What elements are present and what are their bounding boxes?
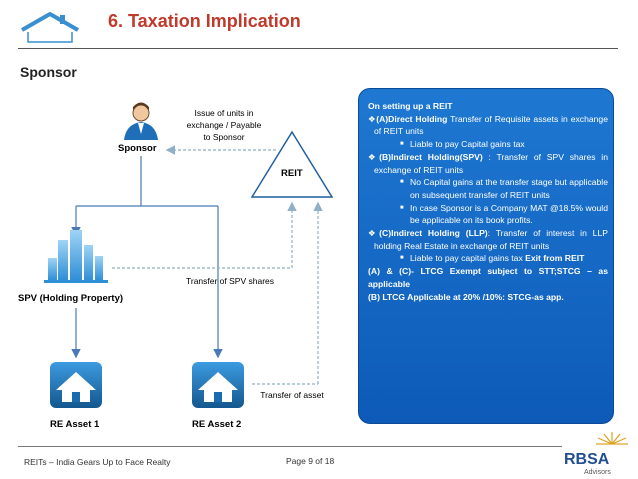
tax-info-text: On setting up a REIT ❖(A)Direct Holding … — [368, 100, 608, 303]
panel-note-2: (B) LTCG Applicable at 20% /10%: STCG-as… — [368, 291, 564, 302]
issue-units-label-2: exchange / Payable — [187, 120, 262, 130]
spv-building-icon — [44, 230, 108, 283]
page-number: Page 9 of 18 — [286, 456, 335, 466]
rbsa-logo-icon: RBSA Advisors — [564, 432, 628, 476]
re-asset-1-label: RE Asset 1 — [50, 419, 100, 430]
svg-text:RBSA: RBSA — [564, 451, 610, 468]
footer-divider — [18, 446, 562, 447]
indirect-spv-bullet-2: In case Sponsor is a Company MAT @18.5% … — [368, 202, 608, 227]
re-asset-2-house-icon — [192, 362, 244, 408]
issue-units-label-3: to Sponsor — [203, 132, 244, 142]
indirect-spv-item: ❖(B)Indirect Holding(SPV) : Transfer of … — [368, 151, 608, 175]
reit-triangle — [250, 130, 334, 198]
re-asset-1-house-icon — [50, 362, 102, 408]
spv-label: SPV (Holding Property) — [18, 293, 123, 304]
sponsor-label: Sponsor — [118, 143, 157, 154]
footer-title: REITs – India Gears Up to Face Realty — [24, 457, 171, 467]
sponsor-person-icon — [124, 102, 158, 140]
transfer-spv-label: Transfer of SPV shares — [186, 276, 274, 286]
indirect-llp-item: ❖(C)Indirect Holding (LLP): Transfer of … — [368, 228, 608, 251]
svg-text:Advisors: Advisors — [584, 469, 611, 476]
page-title: 6. Taxation Implication — [108, 11, 301, 31]
panel-heading: On setting up a REIT — [368, 101, 453, 111]
re-asset-2-label: RE Asset 2 — [192, 419, 241, 430]
direct-holding-bullet: Liable to pay Capital gains tax — [368, 138, 608, 151]
reit-label: REIT — [281, 168, 303, 179]
panel-note-1: (A) & (C)- LTCG Exempt subject to STT;ST… — [368, 266, 608, 289]
house-logo-icon — [21, 12, 79, 43]
transfer-asset-label: Transfer of asset — [260, 390, 324, 400]
title-divider — [18, 48, 618, 49]
issue-units-label-1: Issue of units in — [194, 108, 253, 118]
direct-holding-item: ❖(A)Direct Holding Transfer of Requisite… — [368, 113, 608, 137]
indirect-llp-bullet: Liable to pay capital gains tax Exit fro… — [368, 252, 608, 265]
indirect-spv-bullet-1: No Capital gains at the transfer stage b… — [368, 176, 608, 201]
section-heading: Sponsor — [20, 64, 77, 80]
